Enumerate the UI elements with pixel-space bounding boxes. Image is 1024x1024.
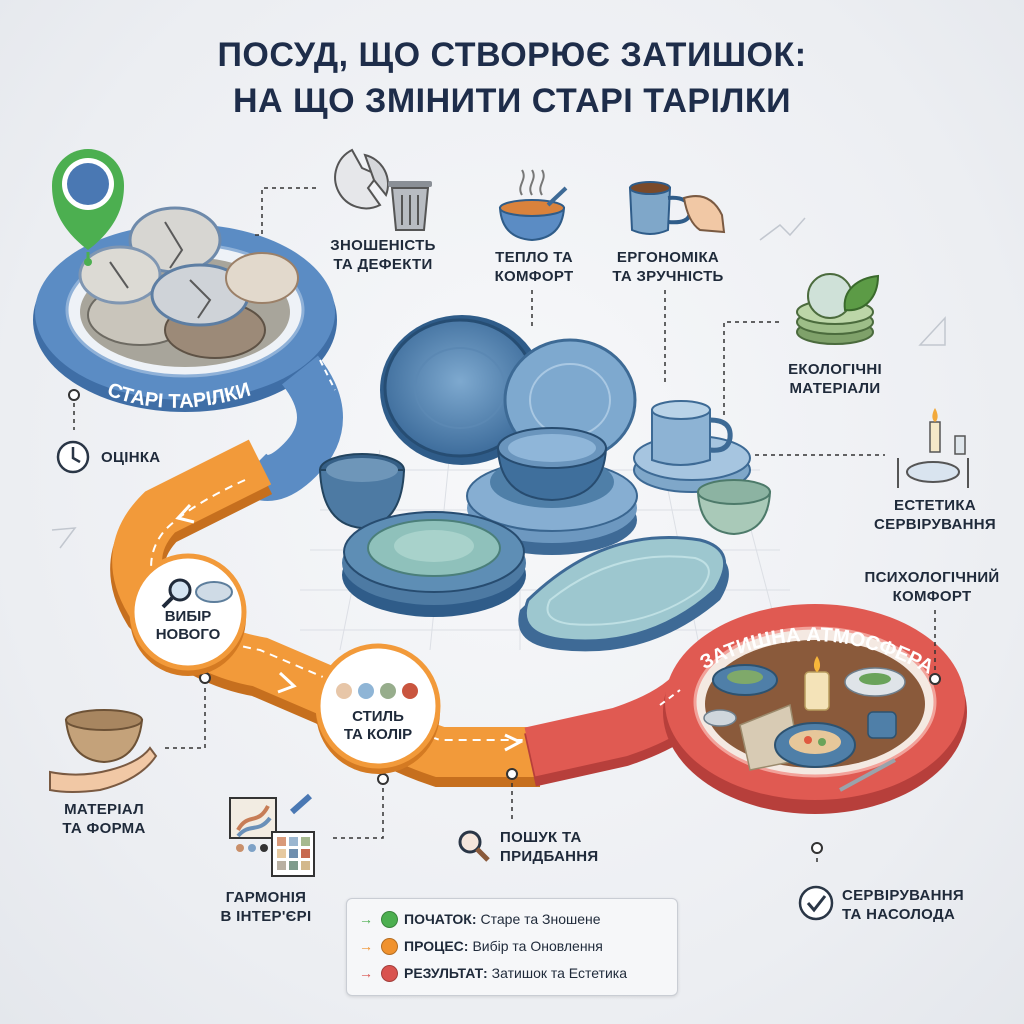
label-warmth-line-2: КОМФОРТ — [494, 268, 574, 285]
step-choose-new-label: ВИБІР НОВОГО — [140, 608, 236, 644]
legend-text-result: Затишок та Естетика — [491, 965, 628, 981]
step-style-color — [315, 643, 441, 774]
legend-dot-start — [381, 910, 398, 928]
broken-plate-icon — [334, 148, 389, 210]
label-psychology-line-2: КОМФОРТ — [892, 588, 972, 605]
decorative-sketches — [51, 217, 946, 549]
label-ergonomics: ЕРГОНОМІКА ТА ЗРУЧНІСТЬ — [598, 248, 738, 286]
legend-text-process: Вибір та Оновлення — [472, 938, 603, 954]
leaf-plates-icon — [796, 273, 880, 345]
step-style-color-line-2: ТА КОЛІР — [343, 726, 413, 743]
legend-key-result: РЕЗУЛЬТАТ: — [404, 965, 488, 981]
label-serving-line-2: ТА НАСОЛОДА — [842, 906, 956, 923]
soup-bowl-icon — [498, 169, 568, 242]
step-choose-new-line-2: НОВОГО — [155, 626, 221, 643]
mug-hand-icon — [628, 181, 726, 235]
label-material-line-1: МАТЕРІАЛ — [64, 801, 144, 818]
step-choose-new-line-1: ВИБІР — [164, 608, 212, 625]
label-warmth-comfort: ТЕПЛО ТА КОМФОРТ — [474, 248, 594, 286]
label-ergonomics-line-2: ТА ЗРУЧНІСТЬ — [612, 268, 724, 285]
candle-table-icon — [897, 408, 969, 488]
legend-dot-result — [381, 964, 398, 982]
label-search-line-2: ПРИДБАННЯ — [500, 848, 599, 865]
leader-lines — [73, 187, 936, 865]
label-material-form: МАТЕРІАЛ ТА ФОРМА — [44, 800, 164, 838]
label-material-line-2: ТА ФОРМА — [62, 820, 146, 837]
palette-icon — [336, 683, 418, 699]
label-assessment: ОЦІНКА — [101, 449, 161, 466]
label-search-purchase: ПОШУК ТА ПРИДБАННЯ — [500, 828, 620, 866]
label-ergonomics-line-1: ЕРГОНОМІКА — [616, 249, 720, 266]
search-icon — [458, 830, 490, 862]
legend-key-process: ПРОЦЕС: — [404, 938, 469, 954]
bowl-hand-icon — [49, 709, 158, 793]
label-aesthetics-line-2: СЕРВІРУВАННЯ — [874, 516, 996, 533]
label-interior-harmony: ГАРМОНІЯ В ІНТЕР'ЄРІ — [206, 888, 326, 926]
leader-dots — [68, 389, 941, 854]
trash-can-icon — [388, 181, 432, 231]
swatches-icon — [229, 793, 315, 877]
label-serving-enjoyment: СЕРВІРУВАННЯ ТА НАСОЛОДА — [842, 886, 992, 924]
legend-row-result: → РЕЗУЛЬТАТ: Затишок та Естетика — [359, 963, 627, 983]
label-search-line-1: ПОШУК ТА — [500, 829, 582, 846]
label-wear-defects: ЗНОШЕНІСТЬ ТА ДЕФЕКТИ — [318, 236, 448, 274]
label-harmony-line-1: ГАРМОНІЯ — [225, 889, 307, 906]
checkmark-icon — [798, 885, 834, 921]
label-psychological-comfort: ПСИХОЛОГІЧНИЙ КОМФОРТ — [852, 568, 1012, 606]
title-line-1: ПОСУД, ЩО СТВОРЮЄ ЗАТИШОК: — [217, 36, 807, 74]
label-aesthetics-line-1: ЕСТЕТИКА — [894, 497, 976, 514]
new-dishware — [318, 315, 772, 652]
label-psychology-line-1: ПСИХОЛОГІЧНИЙ — [864, 569, 1000, 586]
arrow-right-icon: → — [359, 911, 373, 927]
label-wear-line-2: ТА ДЕФЕКТИ — [333, 256, 433, 273]
clock-icon — [56, 440, 90, 474]
label-eco-line-2: МАТЕРІАЛИ — [789, 380, 881, 397]
label-eco-line-1: ЕКОЛОГІЧНІ — [788, 361, 882, 378]
legend-key-start: ПОЧАТОК: — [404, 911, 477, 927]
arrow-right-icon: → — [359, 965, 373, 981]
old-plates-pile — [78, 206, 299, 359]
label-eco-materials: ЕКОЛОГІЧНІ МАТЕРІАЛИ — [770, 360, 900, 398]
step-style-color-label: СТИЛЬ ТА КОЛІР — [326, 708, 430, 744]
legend-text-start: Старе та Зношене — [480, 911, 601, 927]
step-style-color-line-1: СТИЛЬ — [352, 708, 404, 725]
legend-row-process: → ПРОЦЕС: Вибір та Оновлення — [359, 936, 603, 956]
arrow-right-icon: → — [359, 938, 373, 954]
magnifier-icon — [161, 578, 233, 609]
label-warmth-line-1: ТЕПЛО ТА — [495, 249, 573, 266]
label-harmony-line-2: В ІНТЕР'ЄРІ — [220, 908, 312, 925]
location-pin-icon — [52, 149, 124, 266]
label-wear-line-1: ЗНОШЕНІСТЬ — [330, 237, 436, 254]
label-serving-line-1: СЕРВІРУВАННЯ — [842, 887, 964, 904]
legend: → ПОЧАТОК: Старе та Зношене → ПРОЦЕС: Ви… — [346, 898, 678, 996]
title-line-2: НА ЩО ЗМІНИТИ СТАРІ ТАРІЛКИ — [232, 82, 792, 120]
cozy-table-scene — [703, 656, 906, 792]
label-serving-aesthetics: ЕСТЕТИКА СЕРВІРУВАННЯ — [860, 496, 1010, 534]
legend-row-start: → ПОЧАТОК: Старе та Зношене — [359, 909, 601, 929]
legend-dot-process — [381, 937, 398, 955]
page-title: ПОСУД, ЩО СТВОРЮЄ ЗАТИШОК: НА ЩО ЗМІНИТИ… — [0, 32, 1024, 124]
